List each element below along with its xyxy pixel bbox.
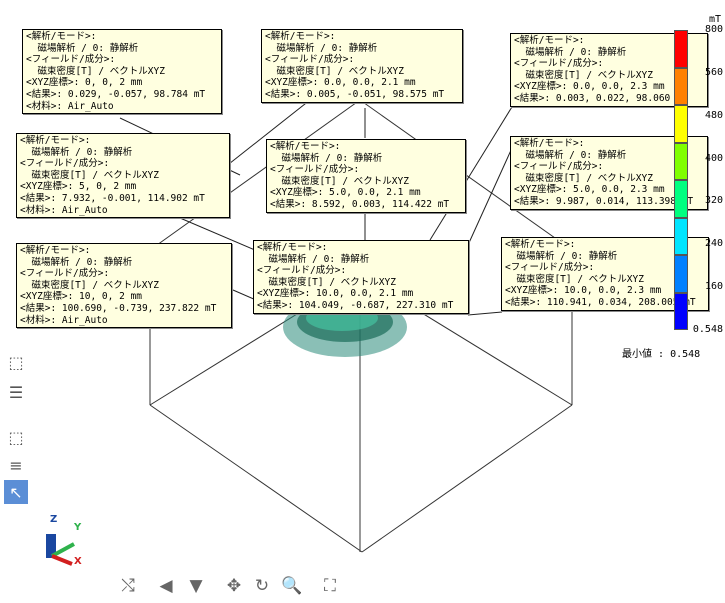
scale-segment [674,30,688,68]
probe-line: <結果>: 8.592, 0.003, 114.422 mT [270,198,450,210]
probe-line: <解析/モード>: [514,138,585,149]
probe-line: <解析/モード>: [270,141,341,152]
axis-z-label: Z [50,514,58,525]
probe-line: 磁束密度[T] / ベクトルXYZ [514,172,653,184]
probe-line: <フィールド/成分>: [257,265,347,277]
axis-triad [46,534,75,566]
scale-segment [674,217,688,255]
pointer-select-icon[interactable]: ↖ [4,480,28,504]
scale-segment [674,180,688,218]
probe-line: <結果>: 0.029, -0.057, 98.784 mT [26,88,206,100]
scale-tick-label: 160 [704,281,723,293]
probe-line: <フィールド/成分>: [265,54,355,66]
probe-line: <結果>: 100.690, -0.739, 237.822 mT [20,302,217,314]
probe-line: <結果>: 0.005, -0.051, 98.575 mT [265,88,445,100]
probe-line: <フィールド/成分>: [514,161,604,173]
probe-label[interactable]: <解析/モード>: 磁場解析 / 0: 静解析<フィールド/成分>: 磁束密度[… [22,29,222,115]
probe-line: <解析/モード>: [257,242,328,253]
probe-line: <解析/モード>: [26,31,97,42]
axis-x-label: X [74,556,82,567]
probe-line: 磁束密度[T] / ベクトルXYZ [20,279,159,291]
probe-line: <XYZ座標>: 0.0, 0.0, 2.1 mm [265,77,416,89]
probe-line: 磁束密度[T] / ベクトルXYZ [265,65,404,77]
probe-line: <材料>: Air_Auto [26,100,114,112]
scale-segment [674,292,688,330]
axis-y-label: Y [74,522,82,533]
probe-line: 磁場解析 / 0: 静解析 [20,146,133,158]
scale-segment [674,105,688,143]
rotate-icon[interactable]: ⤭ [121,576,135,596]
probe-line: 磁束密度[T] / ベクトルXYZ [505,273,644,285]
probe-line: <結果>: 7.932, -0.001, 114.902 mT [20,192,205,204]
probe-line: 磁束密度[T] / ベクトルXYZ [270,175,409,187]
pick-box-icon[interactable]: ⬚ [8,427,24,447]
probe-line: 磁場解析 / 0: 静解析 [257,253,370,265]
probe-line: 磁束密度[T] / ベクトルXYZ [20,169,159,181]
zoom-icon[interactable]: 🔍 [281,576,303,596]
probe-line: <解析/モード>: [505,239,576,250]
scale-min-readout: 最小値 : 0.548 [622,349,701,360]
probe-line: <フィールド/成分>: [505,262,595,274]
probe-line: <XYZ座標>: 0.0, 0.0, 2.3 mm [514,81,665,93]
probe-line: <XYZ座標>: 5.0, 0.0, 2.3 mm [514,184,665,196]
probe-line: <解析/モード>: [20,135,91,146]
scale-unit: mT [708,14,721,25]
scale-tick-label: 0.548 [692,324,723,335]
pan-left-icon[interactable]: ◀ [159,576,173,596]
probe-line: 磁場解析 / 0: 静解析 [514,149,627,161]
scale-segment [674,255,688,293]
probe-line: <フィールド/成分>: [26,54,116,66]
scale-tick-label: 800 [704,24,723,35]
probe-line: 磁束密度[T] / ベクトルXYZ [257,276,396,288]
probe-line: <フィールド/成分>: [270,164,360,176]
probe-line: <XYZ座標>: 5, 0, 2 mm [20,181,137,193]
probe-line: <フィールド/成分>: [20,268,110,280]
scale-segment [674,67,688,105]
scale-tick-label: 400 [704,152,723,164]
probe-label[interactable]: <解析/モード>: 磁場解析 / 0: 静解析<フィールド/成分>: 磁束密度[… [16,243,232,329]
probe-line: <結果>: 104.049, -0.687, 227.310 mT [257,299,454,311]
probe-line: 磁場解析 / 0: 静解析 [20,256,133,268]
pan-down-icon[interactable]: ▼ [189,576,203,596]
probe-line: <XYZ座標>: 10, 0, 2 mm [20,291,142,303]
scale-tick-label: 560 [704,66,723,78]
probe-line: <結果>: 110.941, 0.034, 208.005 mT [505,296,696,308]
pick-list-icon[interactable]: ≡ [9,455,23,475]
select-box-icon[interactable]: ⬚ [8,352,24,372]
probe-line: <解析/モード>: [514,35,585,46]
probe-line: <材料>: Air_Auto [20,204,108,216]
probe-line: 磁場解析 / 0: 静解析 [514,46,627,58]
probe-line: <フィールド/成分>: [514,58,604,70]
select-list-icon[interactable]: ☰ [8,382,24,402]
fit-view-icon[interactable]: ⛶ [324,576,336,596]
probe-label[interactable]: <解析/モード>: 磁場解析 / 0: 静解析<フィールド/成分>: 磁束密度[… [253,240,469,314]
probe-line: 磁場解析 / 0: 静解析 [270,152,383,164]
probe-line: 磁場解析 / 0: 静解析 [26,42,139,54]
scale-tick-label: 240 [704,238,723,250]
probe-line: <解析/モード>: [265,31,336,42]
probe-line: 磁束密度[T] / ベクトルXYZ [514,69,653,81]
probe-label[interactable]: <解析/モード>: 磁場解析 / 0: 静解析<フィールド/成分>: 磁束密度[… [16,133,230,219]
probe-line: 磁場解析 / 0: 静解析 [505,250,618,262]
probe-line: <XYZ座標>: 5.0, 0.0, 2.1 mm [270,187,421,199]
probe-line: <XYZ座標>: 10.0, 0.0, 2.3 mm [505,285,662,297]
probe-line: 磁束密度[T] / ベクトルXYZ [26,65,165,77]
probe-line: <XYZ座標>: 10.0, 0.0, 2.1 mm [257,288,414,300]
probe-line: <XYZ座標>: 0, 0, 2 mm [26,77,143,89]
refresh-rotate-icon[interactable]: ↻ [254,576,270,596]
move-icon[interactable]: ✥ [226,576,242,596]
probe-line: <解析/モード>: [20,245,91,256]
probe-label[interactable]: <解析/モード>: 磁場解析 / 0: 静解析<フィールド/成分>: 磁束密度[… [261,29,463,103]
scale-tick-label: 320 [704,195,723,207]
scale-segment [674,142,688,180]
probe-line: <材料>: Air_Auto [20,314,108,326]
scale-tick-label: 480 [704,109,723,121]
probe-line: 磁場解析 / 0: 静解析 [265,42,378,54]
probe-line: <フィールド/成分>: [20,158,110,170]
probe-label[interactable]: <解析/モード>: 磁場解析 / 0: 静解析<フィールド/成分>: 磁束密度[… [266,139,466,213]
